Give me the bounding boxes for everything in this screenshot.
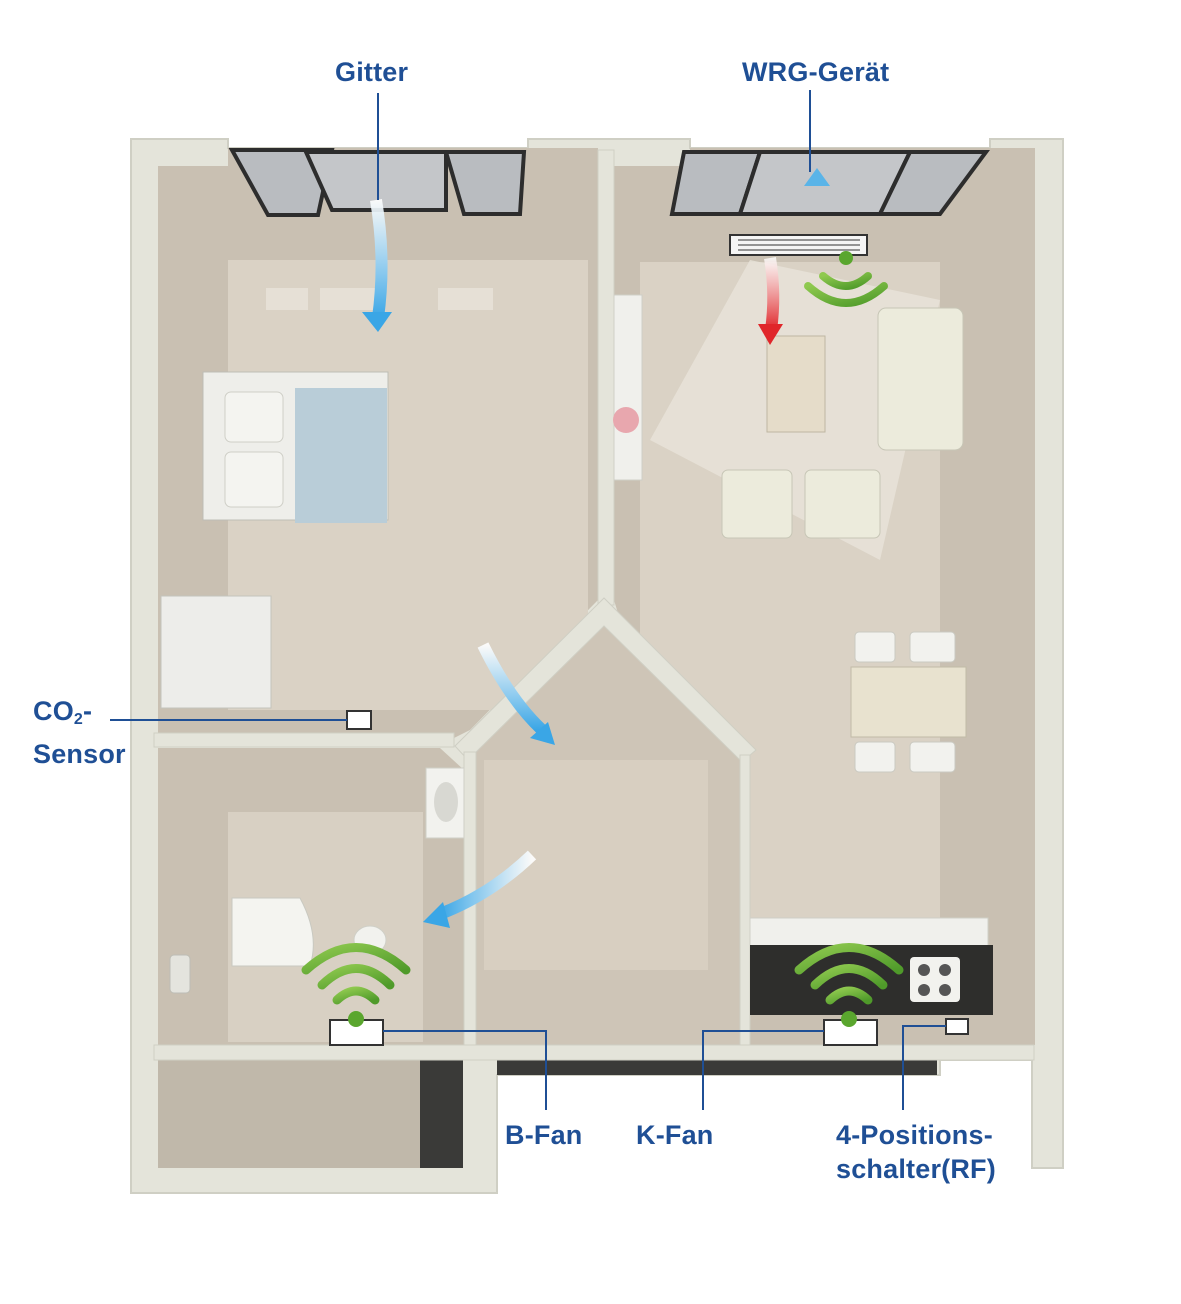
airflow-arrow-gitter-head xyxy=(362,312,392,332)
label-co2-prefix: CO xyxy=(33,696,74,726)
bathtub-rail xyxy=(169,954,191,994)
wall-bedroom-living xyxy=(597,149,615,606)
co2-sensor-device xyxy=(346,710,372,730)
armchair-left xyxy=(721,469,793,539)
label-co2-dash: - xyxy=(83,696,93,726)
tv-unit xyxy=(613,294,643,481)
sofa xyxy=(877,307,964,451)
shower-tray xyxy=(231,897,314,967)
label-switch: 4-Positions- schalter(RF) xyxy=(836,1118,996,1186)
label-k-fan: K-Fan xyxy=(636,1120,714,1150)
wall-hall-right xyxy=(739,754,751,1051)
wall-bath-top xyxy=(153,732,455,748)
label-switch-line1: 4-Positions- xyxy=(836,1120,993,1150)
wrg-device-vents xyxy=(738,239,860,251)
airflow-arrow-wrg-up-head xyxy=(804,168,830,186)
window-light-3 xyxy=(438,288,493,310)
airflow-arrow-wrg-down xyxy=(764,257,780,331)
decor-ball xyxy=(613,407,639,433)
bed xyxy=(202,371,389,523)
wifi-dot-kfan xyxy=(841,1011,857,1027)
switch-device xyxy=(945,1018,969,1035)
bedroom-windows xyxy=(228,148,527,217)
label-co2-sensor: CO2- Sensor xyxy=(33,694,126,771)
label-co2-line2: Sensor xyxy=(33,739,126,769)
airflow-arrow-hall xyxy=(477,642,547,735)
coffee-table xyxy=(766,335,826,433)
airflow-arrow-hall-head xyxy=(530,722,555,745)
entry-shadow xyxy=(497,1060,937,1075)
wifi-dot-bfan xyxy=(348,1011,364,1027)
dining-chairs xyxy=(854,631,956,773)
airflow-arrow-wrg-down-head xyxy=(758,324,783,345)
airflow-arrow-gitter xyxy=(370,199,388,319)
storage-floor xyxy=(158,1060,463,1168)
living-windows xyxy=(669,150,990,216)
leader-kfan xyxy=(702,1030,824,1110)
window-light-1 xyxy=(266,288,308,310)
washbasin-bowl xyxy=(434,782,458,822)
label-b-fan: B-Fan xyxy=(505,1120,583,1150)
wall-bottom xyxy=(153,1044,1035,1061)
leader-switch xyxy=(902,1025,946,1110)
wifi-icon-kfan xyxy=(794,943,904,1005)
dresser xyxy=(160,595,272,709)
dining-table xyxy=(850,666,967,738)
label-switch-line2: schalter(RF) xyxy=(836,1154,996,1184)
leader-bfan xyxy=(383,1030,547,1110)
leader-lines xyxy=(110,90,946,1110)
storage-shadow xyxy=(420,1060,463,1168)
wifi-icon-wrg xyxy=(804,272,888,307)
armchair-right xyxy=(804,469,881,539)
wifi-dot-wrg xyxy=(839,251,853,265)
airflow-arrow-bath-head xyxy=(423,902,450,928)
wifi-icon-bfan xyxy=(301,943,411,1005)
label-wrg-geraet: WRG-Gerät xyxy=(742,57,890,87)
label-co2-subscript: 2 xyxy=(73,711,84,728)
label-gitter: Gitter xyxy=(335,57,409,87)
window-light-2 xyxy=(320,288,380,310)
airflow-arrow-bath xyxy=(437,850,537,920)
